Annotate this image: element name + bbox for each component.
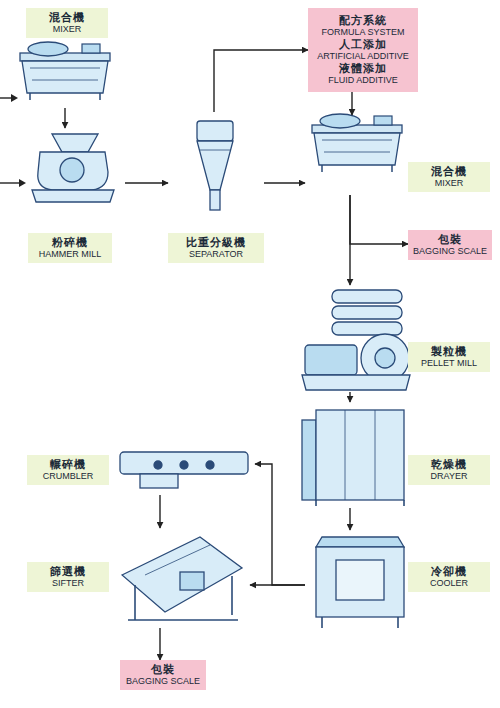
separator-illustration bbox=[197, 121, 233, 210]
machine-node: 包裝BAGGING SCALE bbox=[408, 230, 492, 260]
machine-name-zh: 人工添加 bbox=[312, 38, 414, 50]
machine-name-en: PELLET MILL bbox=[412, 357, 486, 369]
label-box: 比重分級機SEPARATOR bbox=[168, 233, 264, 263]
flow-arrow bbox=[255, 464, 305, 585]
flow-arrow bbox=[125, 182, 168, 183]
output-box: 配方系統FORMULA SYSTEM人工添加ARTIFICIAL ADDITIV… bbox=[308, 8, 418, 92]
flow-arrow bbox=[64, 108, 65, 128]
machine-name-en: COOLER bbox=[412, 577, 486, 589]
crumbler-illustration bbox=[120, 452, 248, 488]
machine-name-zh: 乾燥機 bbox=[412, 458, 486, 470]
machine-name-zh: 粉碎機 bbox=[32, 236, 108, 248]
cooler-illustration bbox=[316, 537, 404, 628]
flow-arrow bbox=[159, 495, 160, 528]
flow-arrow bbox=[250, 584, 305, 585]
machine-name-en: DRAYER bbox=[412, 470, 486, 482]
machine-node: 篩選機SIFTER bbox=[25, 528, 250, 628]
machine-node: 包裝BAGGING SCALE bbox=[120, 660, 206, 690]
flow-arrow bbox=[350, 195, 408, 244]
machine-name-en: FORMULA SYSTEM bbox=[312, 26, 414, 38]
machine-node: 輾碎機CRUMBLER bbox=[25, 445, 255, 495]
machine-name-en: BAGGING SCALE bbox=[124, 675, 202, 687]
flow-arrow bbox=[159, 628, 160, 660]
machine-name-en: SEPARATOR bbox=[172, 248, 260, 260]
label-box: 混合機MIXER bbox=[26, 8, 108, 38]
machine-name-en: MIXER bbox=[30, 23, 104, 35]
machine-node: 混合機MIXER bbox=[12, 5, 120, 108]
hammer-mill-illustration bbox=[32, 134, 114, 202]
label-box: 製粒機PELLET MILL bbox=[408, 342, 490, 372]
flow-arrow bbox=[264, 182, 305, 183]
machine-name-en: BAGGING SCALE bbox=[412, 245, 488, 257]
machine-name-en: HAMMER MILL bbox=[32, 248, 108, 260]
flow-arrow bbox=[214, 50, 308, 112]
machine-name-zh: 液體添加 bbox=[312, 62, 414, 74]
machine-node: 乾燥機DRAYER bbox=[300, 402, 492, 508]
machine-name-en: SIFTER bbox=[31, 577, 105, 589]
machine-name-en: CRUMBLER bbox=[31, 470, 105, 482]
machine-name-zh: 包裝 bbox=[124, 663, 202, 675]
flow-arrow bbox=[349, 508, 350, 530]
sifter-illustration bbox=[122, 537, 242, 620]
machine-name-zh: 混合機 bbox=[30, 11, 104, 23]
flow-arrow bbox=[349, 195, 350, 285]
entry-arrow bbox=[0, 94, 26, 187]
output-box: 包裝BAGGING SCALE bbox=[408, 230, 492, 260]
machine-node: 比重分級機SEPARATOR bbox=[168, 112, 264, 263]
machine-name-zh: 輾碎機 bbox=[31, 458, 105, 470]
machine-node: 冷卻機COOLER bbox=[305, 530, 492, 632]
mixer-illustration bbox=[20, 42, 110, 100]
output-box: 包裝BAGGING SCALE bbox=[120, 660, 206, 690]
machine-name-zh: 混合機 bbox=[412, 165, 486, 177]
label-box: 冷卻機COOLER bbox=[408, 562, 490, 592]
machine-name-zh: 冷卻機 bbox=[412, 565, 486, 577]
label-box: 混合機MIXER bbox=[408, 162, 490, 192]
label-box: 粉碎機HAMMER MILL bbox=[28, 233, 112, 263]
machine-node: 混合機MIXER bbox=[305, 115, 492, 195]
machine-node: 製粒機PELLET MILL bbox=[300, 285, 492, 392]
machine-name-en: MIXER bbox=[412, 177, 486, 189]
pellet-mill-illustration bbox=[302, 290, 410, 390]
mixer-illustration bbox=[312, 114, 402, 172]
machine-name-zh: 篩選機 bbox=[31, 565, 105, 577]
flow-arrow bbox=[349, 392, 350, 402]
label-box: 輾碎機CRUMBLER bbox=[27, 455, 109, 485]
machine-name-zh: 比重分級機 bbox=[172, 236, 260, 248]
machine-node: 粉碎機HAMMER MILL bbox=[22, 128, 125, 263]
machine-name-en: FLUID ADDITIVE bbox=[312, 74, 414, 86]
machine-name-zh: 包裝 bbox=[412, 233, 488, 245]
flow-arrow bbox=[351, 92, 352, 115]
machine-name-zh: 製粒機 bbox=[412, 345, 486, 357]
dryer-illustration bbox=[302, 410, 404, 506]
machine-node: 配方系統FORMULA SYSTEM人工添加ARTIFICIAL ADDITIV… bbox=[308, 8, 418, 92]
label-box: 篩選機SIFTER bbox=[27, 562, 109, 592]
machine-name-en: ARTIFICIAL ADDITIVE bbox=[312, 50, 414, 62]
machine-name-zh: 配方系統 bbox=[312, 14, 414, 26]
label-box: 乾燥機DRAYER bbox=[408, 455, 490, 485]
